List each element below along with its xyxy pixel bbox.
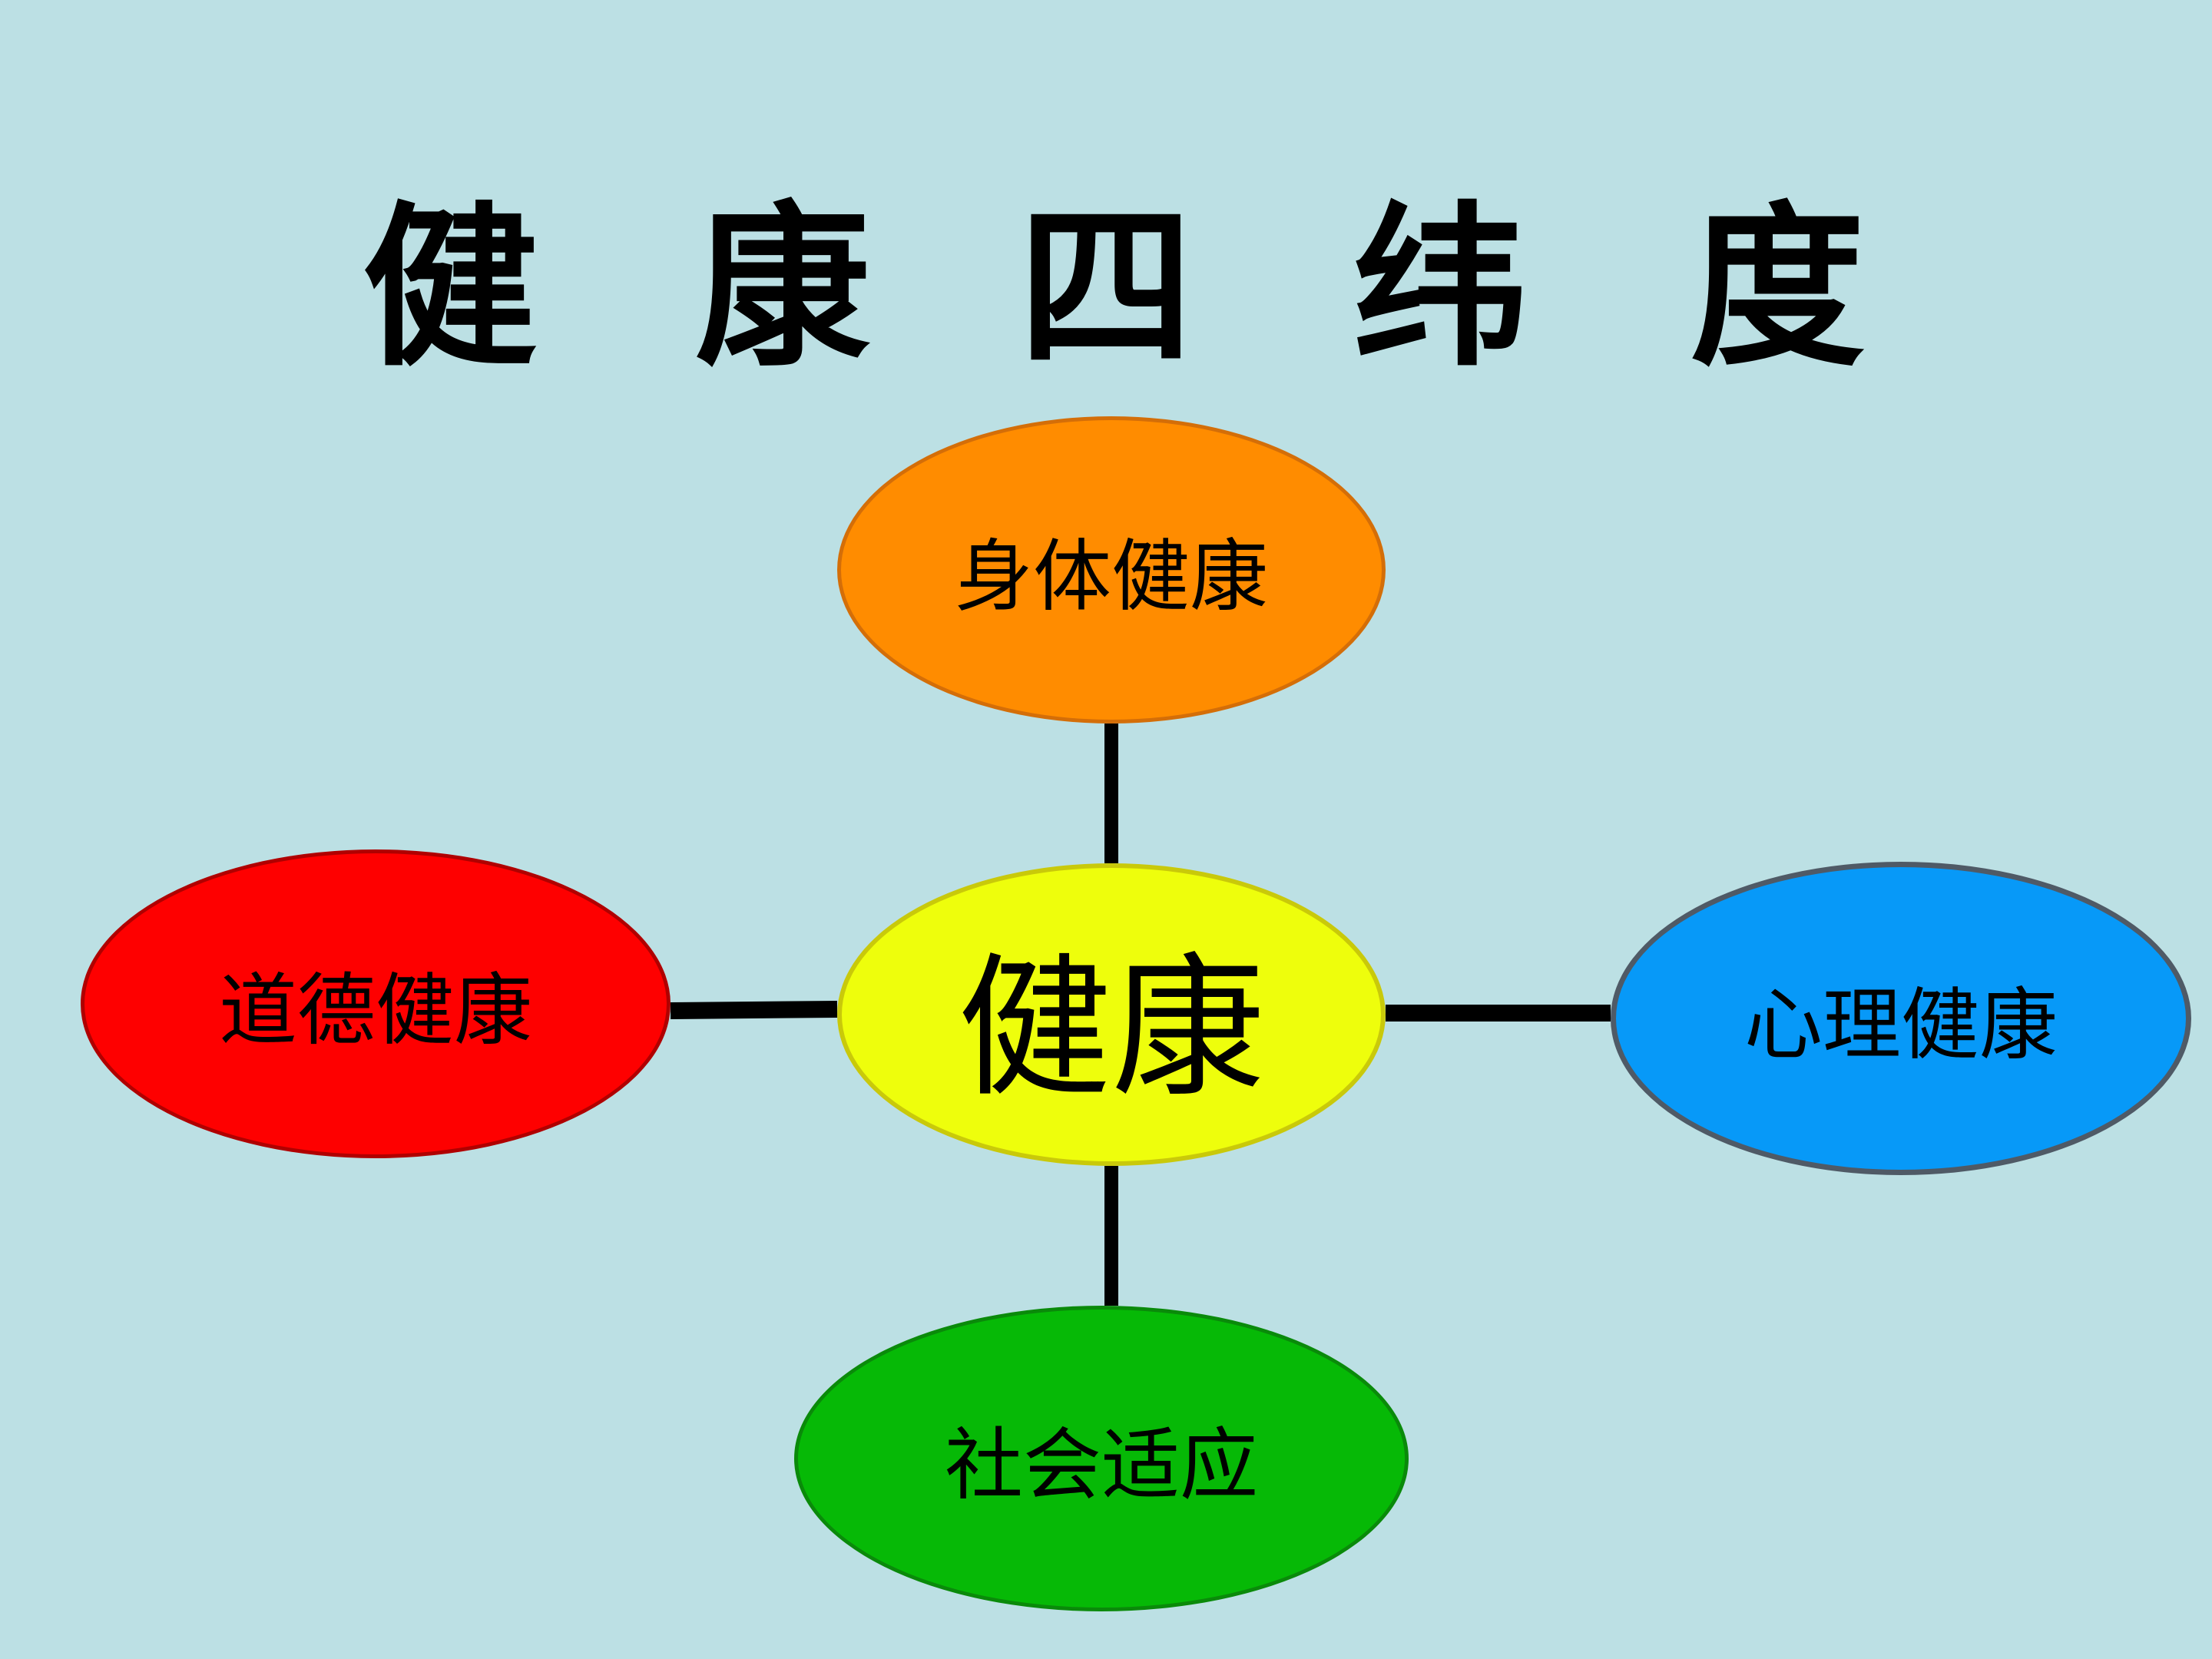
page-title: 健 康 四 纬 度 (0, 192, 2212, 384)
node-social-adaptation: 社会适应 (794, 1306, 1409, 1611)
node-social-adaptation-label: 社会适应 (945, 1419, 1258, 1512)
title-char-1: 健 (363, 186, 538, 390)
node-physical-health-label: 身体健康 (955, 531, 1268, 623)
title-char-3: 四 (1018, 186, 1194, 390)
node-physical-health: 身体健康 (837, 416, 1386, 724)
node-health-center: 健康 (837, 863, 1386, 1166)
node-moral-health: 道德健康 (81, 849, 671, 1158)
title-char-4: 纬 (1353, 186, 1528, 390)
title-char-5: 度 (1690, 186, 1865, 390)
node-mental-health: 心理健康 (1611, 862, 2191, 1175)
node-mental-health-label: 心理健康 (1744, 979, 2058, 1071)
node-health-center-label: 健康 (957, 939, 1265, 1118)
node-moral-health-label: 道德健康 (219, 965, 532, 1057)
connector-left (670, 1001, 838, 1019)
title-char-2: 康 (695, 186, 870, 390)
